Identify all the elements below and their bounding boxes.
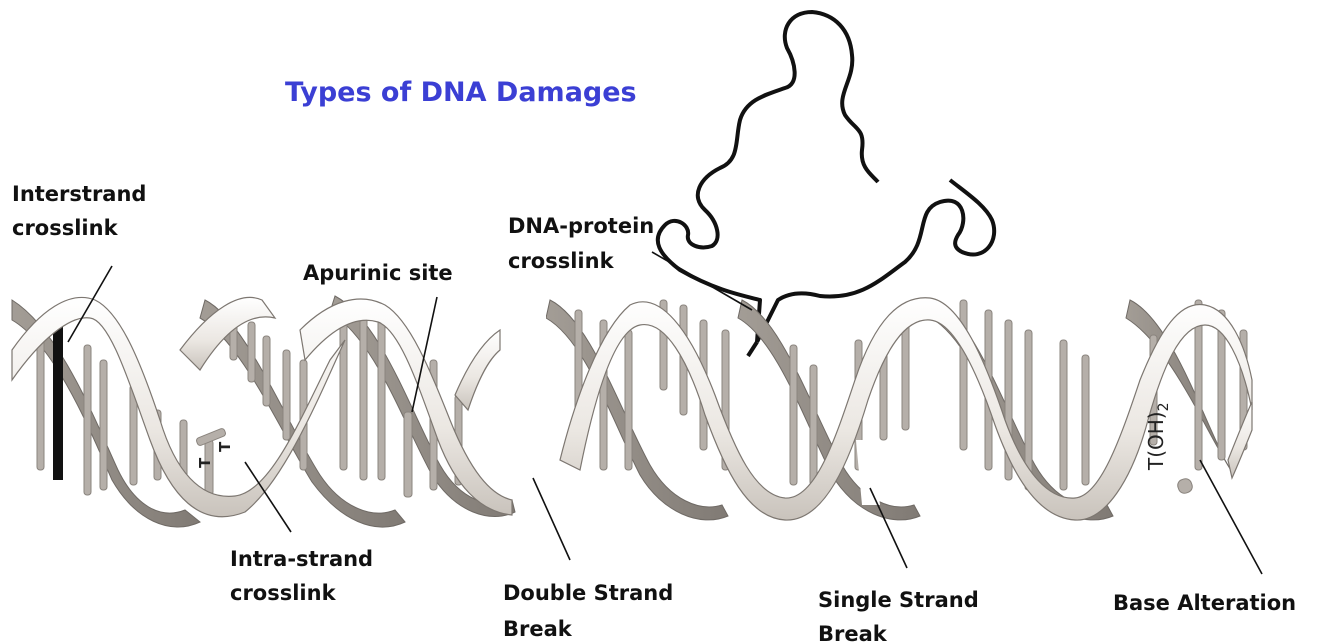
backstrand [330,296,515,516]
label-intrastrand: crosslink [230,581,337,605]
base-alteration-mark: T(OH)2 [1144,402,1172,471]
protein-linker [748,342,757,356]
label-apurinic: Apurinic site [303,261,453,285]
protein-loop [658,12,994,342]
label-double-strand-break: Double Strand [503,581,673,605]
intrastrand-mark: T [196,457,214,468]
label-interstrand: Interstrand [12,182,146,206]
frontstrand [455,330,500,410]
label-interstrand: crosslink [12,216,119,240]
interstrand-crosslink-bar [53,320,63,480]
diagram-title: Types of DNA Damages [285,77,637,108]
label-dna-protein: crosslink [508,249,615,273]
frontstrand [180,297,275,370]
helix-left [12,296,515,527]
intrastrand-mark: T [216,441,234,452]
label-base-alteration: Base Alteration [1113,591,1296,615]
label-dna-protein: DNA-protein [508,214,654,238]
helix-right [546,298,1252,520]
label-double-strand-break: Break [503,617,573,641]
double-strand-gap [516,290,546,530]
label-single-strand-break: Break [818,622,888,644]
label-intrastrand: Intra-strand [230,547,373,571]
label-single-strand-break: Single Strand [818,588,979,612]
